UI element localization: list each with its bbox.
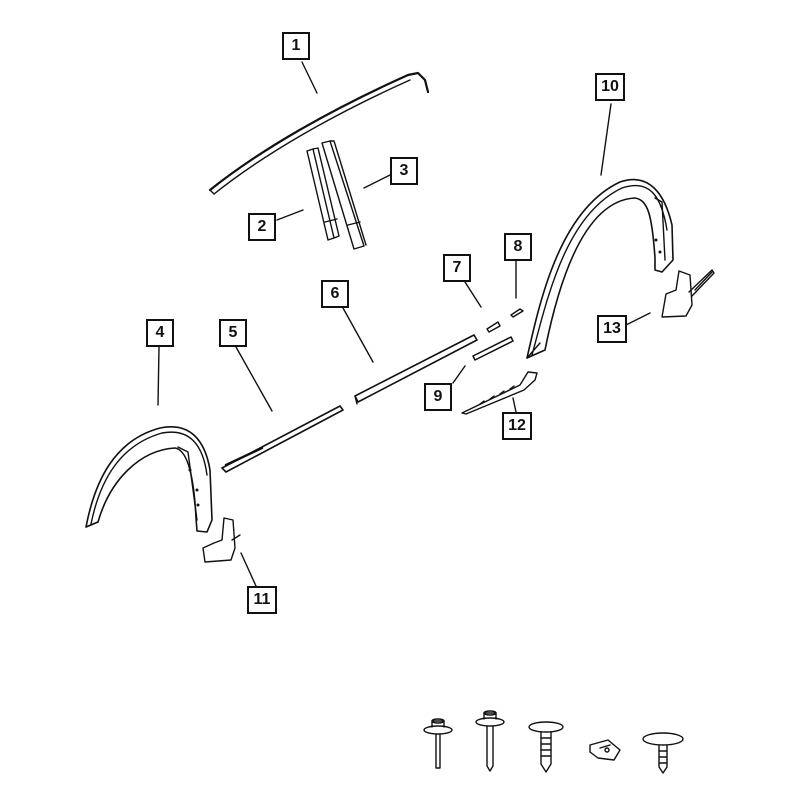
- callout-2[interactable]: 2: [248, 213, 276, 241]
- callout-11[interactable]: 11: [247, 586, 277, 614]
- front-splash-guard-part[interactable]: [202, 517, 241, 563]
- callout-7[interactable]: 7: [443, 254, 471, 282]
- callout-8[interactable]: 8: [504, 233, 532, 261]
- front-door-molding-part[interactable]: [221, 405, 344, 473]
- rear-door-molding-part[interactable]: [354, 334, 478, 405]
- leader-line-11: [240, 552, 257, 587]
- quarter-molding-rear-part[interactable]: [510, 308, 524, 318]
- callout-9[interactable]: 9: [424, 383, 452, 411]
- fastener-push-pin-large[interactable]: [642, 732, 684, 774]
- callout-10[interactable]: 10: [595, 73, 625, 101]
- quarter-molding-front-part[interactable]: [486, 321, 501, 333]
- callout-12[interactable]: 12: [502, 412, 532, 440]
- rocker-extension-part[interactable]: [461, 371, 538, 415]
- rear-wheel-flare-part[interactable]: [526, 178, 674, 359]
- b-pillar-applique-rear-part[interactable]: [321, 140, 367, 250]
- front-wheel-flare-part[interactable]: [85, 426, 213, 533]
- leader-line-10: [600, 103, 612, 176]
- leader-line-1: [301, 61, 318, 94]
- roof-molding-part[interactable]: [208, 71, 430, 195]
- fastener-u-nut-clip[interactable]: [589, 739, 621, 761]
- callout-6[interactable]: 6: [321, 280, 349, 308]
- leader-line-12: [512, 397, 517, 413]
- leader-line-13: [625, 312, 651, 326]
- rocker-molding-insert-part[interactable]: [472, 336, 514, 361]
- callout-1[interactable]: 1: [282, 32, 310, 60]
- fastener-bolt-long[interactable]: [475, 710, 505, 772]
- callout-4[interactable]: 4: [146, 319, 174, 347]
- rear-splash-guard-part[interactable]: [661, 269, 715, 318]
- fastener-push-pin[interactable]: [528, 721, 564, 773]
- leader-line-9: [452, 365, 466, 384]
- b-pillar-applique-front-part[interactable]: [306, 147, 340, 241]
- fastener-bolt-short[interactable]: [423, 718, 453, 769]
- leader-line-7: [464, 281, 482, 308]
- leader-line-6: [342, 307, 374, 363]
- leader-line-3: [363, 174, 391, 189]
- callout-3[interactable]: 3: [390, 157, 418, 185]
- leader-line-2: [276, 209, 304, 221]
- leader-line-5: [235, 346, 273, 412]
- leader-line-4: [157, 346, 160, 406]
- callout-5[interactable]: 5: [219, 319, 247, 347]
- callout-13[interactable]: 13: [597, 315, 627, 343]
